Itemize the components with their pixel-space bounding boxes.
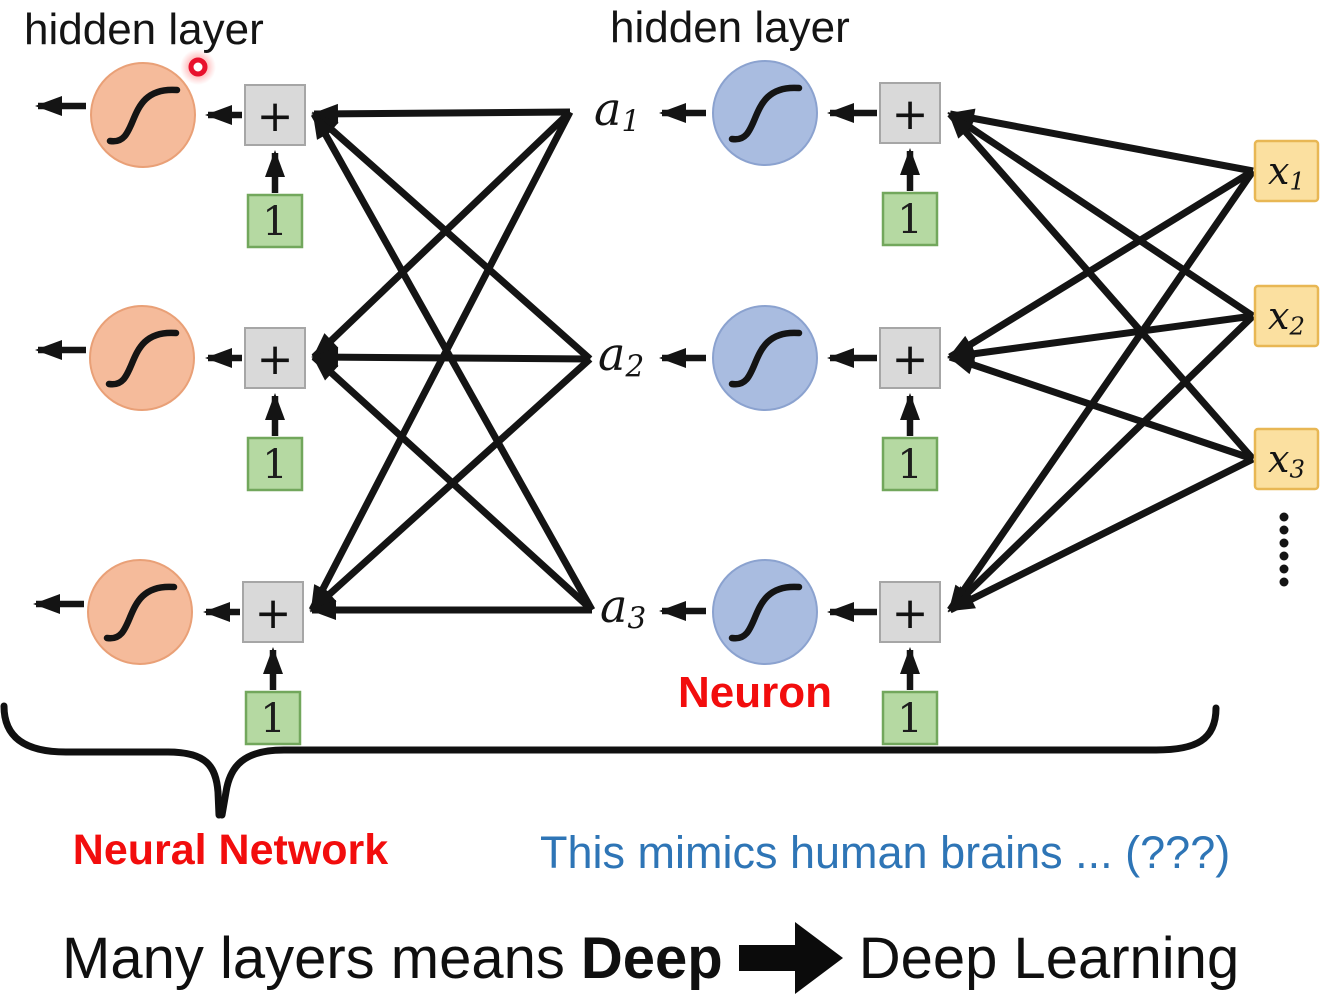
bottom-caption-prefix: Many layers means [62,925,565,991]
sum-box [244,327,306,389]
sigmoid-curve-icon [105,329,180,388]
right-connection-lines [947,108,1256,614]
bottom-caption: Many layers means Deep Deep Learning [62,922,1239,994]
neuron-unit-left-3: + 1 [33,559,304,746]
sum-symbol: + [892,89,929,140]
input-label-x3: x3 [1255,429,1318,489]
connection-line [947,111,1255,319]
neuron-label: Neuron [678,668,832,717]
bias-value: 1 [260,696,285,742]
sum-box [879,327,941,389]
neuron-unit-right-3: + 1 [712,559,941,746]
connection-line [311,111,593,362]
bias-value: 1 [897,197,922,243]
bias-value: 1 [897,442,922,488]
neuron-circle [90,62,196,168]
a3-base: a [600,579,628,633]
bias-value: 1 [262,199,287,245]
connection-line [947,108,1254,175]
neuron-unit-right-2: + 1 [712,305,941,492]
sum-box [244,84,306,146]
activation-label-a3: a3 [600,583,646,633]
bias-box [246,436,304,492]
connection-line [311,109,573,360]
neuron-unit-left-1: + 1 [35,62,306,249]
x1-base: x [1268,149,1290,193]
hidden-layer-label-left: hidden layer [24,5,264,54]
connection-line [947,111,1256,462]
a2-base: a [598,327,626,381]
input-box-x1 [1253,139,1320,203]
hidden-layer-label-right: hidden layer [610,3,850,52]
bias-value: 1 [897,696,922,742]
connection-line [947,313,1256,613]
a1-sub: 1 [621,104,641,139]
sum-box [879,82,941,144]
connection-line [947,169,1256,613]
sum-symbol: + [892,588,929,639]
sum-box [242,581,304,643]
sigmoid-curve-icon [728,583,803,642]
neuron-circle [87,559,193,665]
connection-line [311,354,595,613]
input-label-x1: x1 [1255,141,1318,201]
x2-base: x [1268,294,1290,338]
bottom-caption-suffix: Deep Learning [858,925,1240,991]
connection-line [947,168,1255,360]
bias-value: 1 [262,442,287,488]
sum-symbol: + [257,91,294,142]
activation-label-a2: a2 [598,331,644,381]
bias-box [881,436,939,492]
neuron-circle [712,60,818,166]
x3-sub: 3 [1289,454,1305,484]
x3-base: x [1268,437,1290,481]
a1-base: a [594,82,622,136]
sum-symbol: + [255,588,292,639]
sum-symbol: + [892,334,929,385]
a3-sub: 3 [627,601,647,636]
connection-line [310,111,596,612]
bias-box [246,193,304,249]
bias-box [244,690,302,746]
connection-line [947,455,1255,614]
connection-line [311,103,571,124]
sigmoid-curve-icon [106,86,181,145]
neuron-circle [712,305,818,411]
sigmoid-curve-icon [728,329,803,388]
input-label-x2: x2 [1255,286,1318,346]
bottom-caption-bold-word: Deep [580,925,723,991]
brace [0,702,1220,819]
neuron-unit-right-1: + 1 [712,60,941,247]
laser-pointer-dot [180,49,216,85]
sigmoid-curve-icon [728,84,803,143]
bias-box [881,191,939,247]
neuron-circle [712,559,818,665]
sum-box [879,581,941,643]
x2-sub: 2 [1289,311,1305,341]
bias-box [881,690,939,746]
neuron-unit-left-2: + 1 [35,305,306,492]
mimics-text: This mimics human brains ... (???) [540,827,1231,878]
connection-line [947,312,1254,364]
block-arrow-icon [738,922,843,994]
sigmoid-curve-icon [103,583,178,642]
a2-sub: 2 [625,349,645,384]
sum-symbol: + [257,334,294,385]
activation-label-a1: a1 [594,86,640,136]
neuron-circle [89,305,195,411]
left-connection-lines [308,103,596,620]
input-box-x2 [1253,284,1320,348]
input-box-x3 [1253,427,1320,491]
ellipsis-dots [1279,512,1289,587]
neural-network-label: Neural Network [72,826,389,874]
x1-sub: 1 [1289,166,1305,196]
connection-line [947,353,1255,463]
